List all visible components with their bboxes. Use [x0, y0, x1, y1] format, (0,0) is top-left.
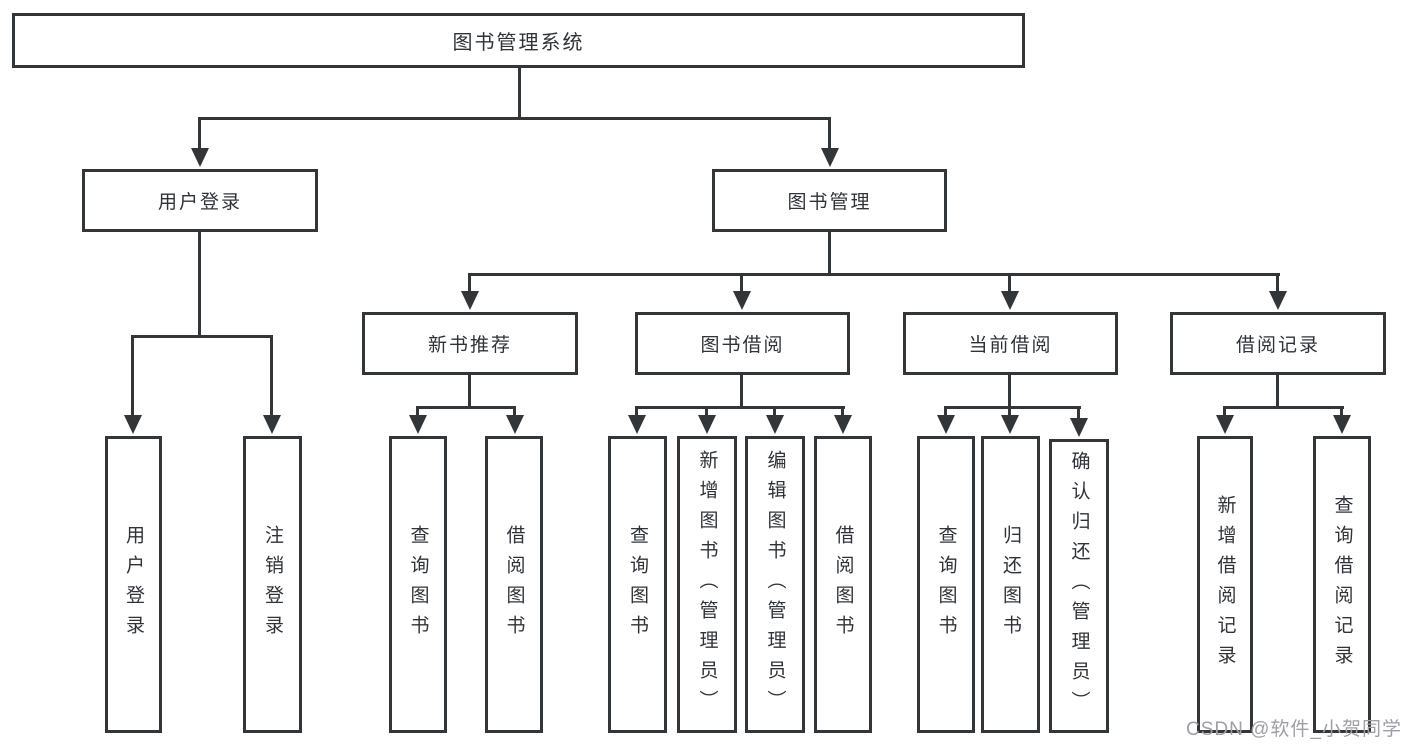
leaf-return-books: 归还图书	[981, 436, 1040, 733]
node-label: 归还图书	[1000, 524, 1021, 645]
arrow-down-icon	[1008, 273, 1011, 291]
leaf-current-query-books: 查询图书	[917, 436, 975, 733]
arrow-down-icon	[705, 406, 708, 415]
node-label: 新增图书（管理员）	[696, 449, 718, 720]
node-label: 借阅图书	[832, 524, 854, 645]
connector-line	[740, 375, 743, 409]
node-label: 查询图书	[935, 524, 957, 645]
node-new-book-recommend: 新书推荐	[362, 312, 578, 375]
arrow-down-icon	[841, 406, 844, 415]
arrow-down-icon	[1276, 273, 1279, 291]
connector-line	[1223, 406, 1344, 409]
node-label: 用户登录	[123, 524, 144, 645]
connector-line	[944, 406, 1081, 409]
connector-line	[468, 375, 471, 409]
arrow-down-icon	[270, 335, 273, 415]
node-book-management: 图书管理	[712, 169, 947, 232]
node-label: 用户登录	[157, 192, 242, 213]
node-label: 查询借阅记录	[1331, 494, 1353, 675]
arrow-down-icon	[198, 117, 201, 148]
leaf-add-books-admin: 新增图书（管理员）	[677, 436, 737, 733]
leaf-user-login: 用户登录	[105, 436, 162, 733]
leaf-logout: 注销登录	[243, 436, 302, 733]
arrow-down-icon	[416, 406, 419, 415]
arrow-down-icon	[740, 273, 743, 291]
arrow-down-icon	[944, 406, 947, 415]
connector-line	[1008, 375, 1011, 409]
node-label: 新书推荐	[427, 335, 512, 356]
node-label: 图书管理	[787, 192, 872, 213]
arrow-down-icon	[468, 273, 471, 291]
node-label: 当前借阅	[968, 335, 1053, 356]
leaf-edit-books-admin: 编辑图书（管理员）	[745, 436, 805, 733]
node-label: 图书管理系统	[452, 32, 585, 54]
csdn-watermark: CSDN @软件_小贺同学	[1186, 719, 1402, 740]
node-label: 借阅图书	[503, 524, 525, 645]
node-label: 注销登录	[262, 524, 283, 645]
arrow-down-icon	[1223, 406, 1226, 415]
leaf-query-borrow-record: 查询借阅记录	[1313, 436, 1371, 733]
node-label: 确认归还（管理员）	[1068, 451, 1090, 721]
connector-line	[416, 406, 516, 409]
leaf-recommend-borrow-books: 借阅图书	[485, 436, 543, 733]
node-label: 新增借阅记录	[1214, 494, 1236, 675]
arrow-down-icon	[828, 117, 831, 148]
arrow-down-icon	[1077, 406, 1080, 418]
leaf-recommend-query-books: 查询图书	[389, 436, 447, 733]
node-current-borrowing: 当前借阅	[903, 312, 1118, 375]
arrow-down-icon	[1008, 406, 1011, 415]
connector-line	[198, 232, 201, 338]
leaf-borrowing-query-books: 查询图书	[608, 436, 667, 733]
connector-line	[468, 273, 1280, 276]
connector-line	[198, 117, 831, 120]
arrow-down-icon	[635, 406, 638, 415]
leaf-add-borrow-record: 新增借阅记录	[1197, 436, 1253, 733]
connector-line	[1276, 375, 1279, 409]
arrow-down-icon	[513, 406, 516, 415]
node-borrow-records: 借阅记录	[1170, 312, 1386, 375]
node-label: 查询图书	[407, 524, 429, 645]
node-library-system: 图书管理系统	[12, 13, 1025, 68]
node-label: 图书借阅	[700, 335, 785, 356]
connector-line	[518, 68, 521, 120]
node-label: 编辑图书（管理员）	[764, 449, 786, 720]
arrow-down-icon	[131, 335, 134, 415]
node-book-borrowing: 图书借阅	[635, 312, 850, 375]
connector-line	[828, 232, 831, 276]
connector-line	[131, 335, 273, 338]
node-label: 查询图书	[627, 524, 648, 645]
leaf-borrowing-borrow-books: 借阅图书	[814, 436, 872, 733]
node-user-login-branch: 用户登录	[82, 169, 318, 232]
arrow-down-icon	[773, 406, 776, 415]
arrow-down-icon	[1340, 406, 1343, 415]
connector-line	[635, 406, 845, 409]
leaf-confirm-return-admin: 确认归还（管理员）	[1049, 439, 1109, 733]
node-label: 借阅记录	[1235, 335, 1320, 356]
